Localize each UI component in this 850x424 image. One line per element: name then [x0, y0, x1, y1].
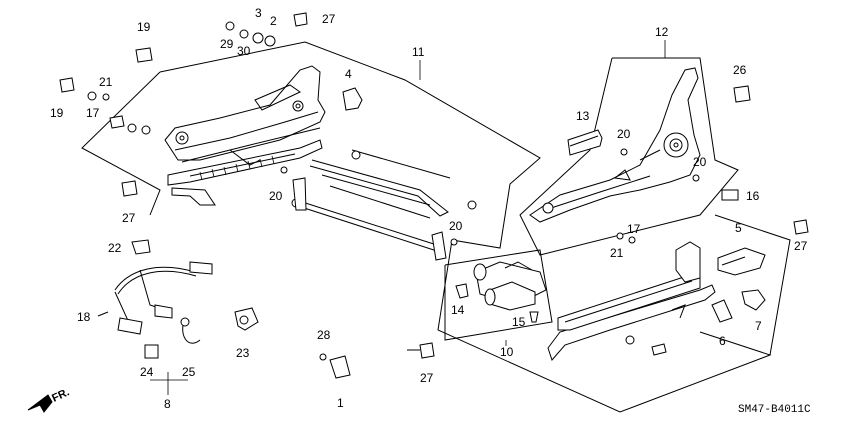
callout-4: 4 — [345, 67, 352, 81]
center-rods-and-cables — [291, 87, 477, 261]
callout-19-left: 19 — [50, 106, 64, 120]
callout-10: 10 — [500, 345, 514, 359]
callout-29: 29 — [220, 37, 234, 51]
callout-20-recliner: 20 — [617, 127, 631, 141]
callout-26: 26 — [733, 63, 747, 77]
motor-assembly — [455, 261, 547, 323]
callout-27-top: 27 — [322, 12, 336, 26]
callout-20-rod: 20 — [449, 219, 463, 233]
callout-25: 25 — [182, 365, 196, 379]
wire-harness — [114, 239, 213, 359]
callout-8: 8 — [164, 397, 171, 411]
right-lower-rail-assembly — [547, 241, 766, 361]
callout-15: 15 — [512, 315, 526, 329]
callout-27-bottom: 27 — [420, 371, 434, 385]
callout-17-left: 17 — [86, 106, 100, 120]
callout-5: 5 — [735, 221, 742, 235]
callout-22: 22 — [108, 241, 122, 255]
callout-18: 18 — [77, 310, 91, 324]
callout-27-right: 27 — [794, 239, 808, 253]
callout-11: 11 — [412, 45, 425, 59]
left-seat-track-assembly — [164, 65, 326, 206]
callout-28: 28 — [317, 328, 331, 342]
callout-7: 7 — [755, 319, 762, 333]
callout-2: 2 — [270, 14, 277, 28]
callout-23: 23 — [236, 346, 250, 360]
callout-21-right: 21 — [610, 246, 624, 260]
callout-6: 6 — [719, 334, 726, 348]
callout-12: 12 — [655, 25, 669, 39]
callout-30: 30 — [237, 44, 251, 58]
group-outlines — [81, 40, 791, 413]
callout-1: 1 — [337, 396, 344, 410]
callout-27-left: 27 — [122, 211, 136, 225]
callout-24: 24 — [140, 365, 154, 379]
callout-13: 13 — [576, 109, 590, 123]
callout-21-left: 21 — [99, 75, 113, 89]
front-direction-arrow-icon — [27, 394, 53, 413]
callout-3: 3 — [255, 6, 262, 20]
right-recliner-assembly — [529, 67, 701, 223]
callout-19-top: 19 — [137, 20, 151, 34]
callout-16: 16 — [746, 189, 760, 203]
callout-20-pivot: 20 — [693, 155, 707, 169]
callout-14: 14 — [451, 303, 465, 317]
small-hardware — [59, 12, 809, 379]
diagram-code: SM47-B4011C — [738, 404, 811, 416]
callout-17-right: 17 — [627, 222, 641, 236]
direction-label: FR. — [50, 386, 71, 404]
callout-20-center: 20 — [269, 189, 283, 203]
callout-labels: 1 2 3 4 5 6 7 8 10 11 12 13 14 15 16 17 … — [50, 6, 811, 416]
